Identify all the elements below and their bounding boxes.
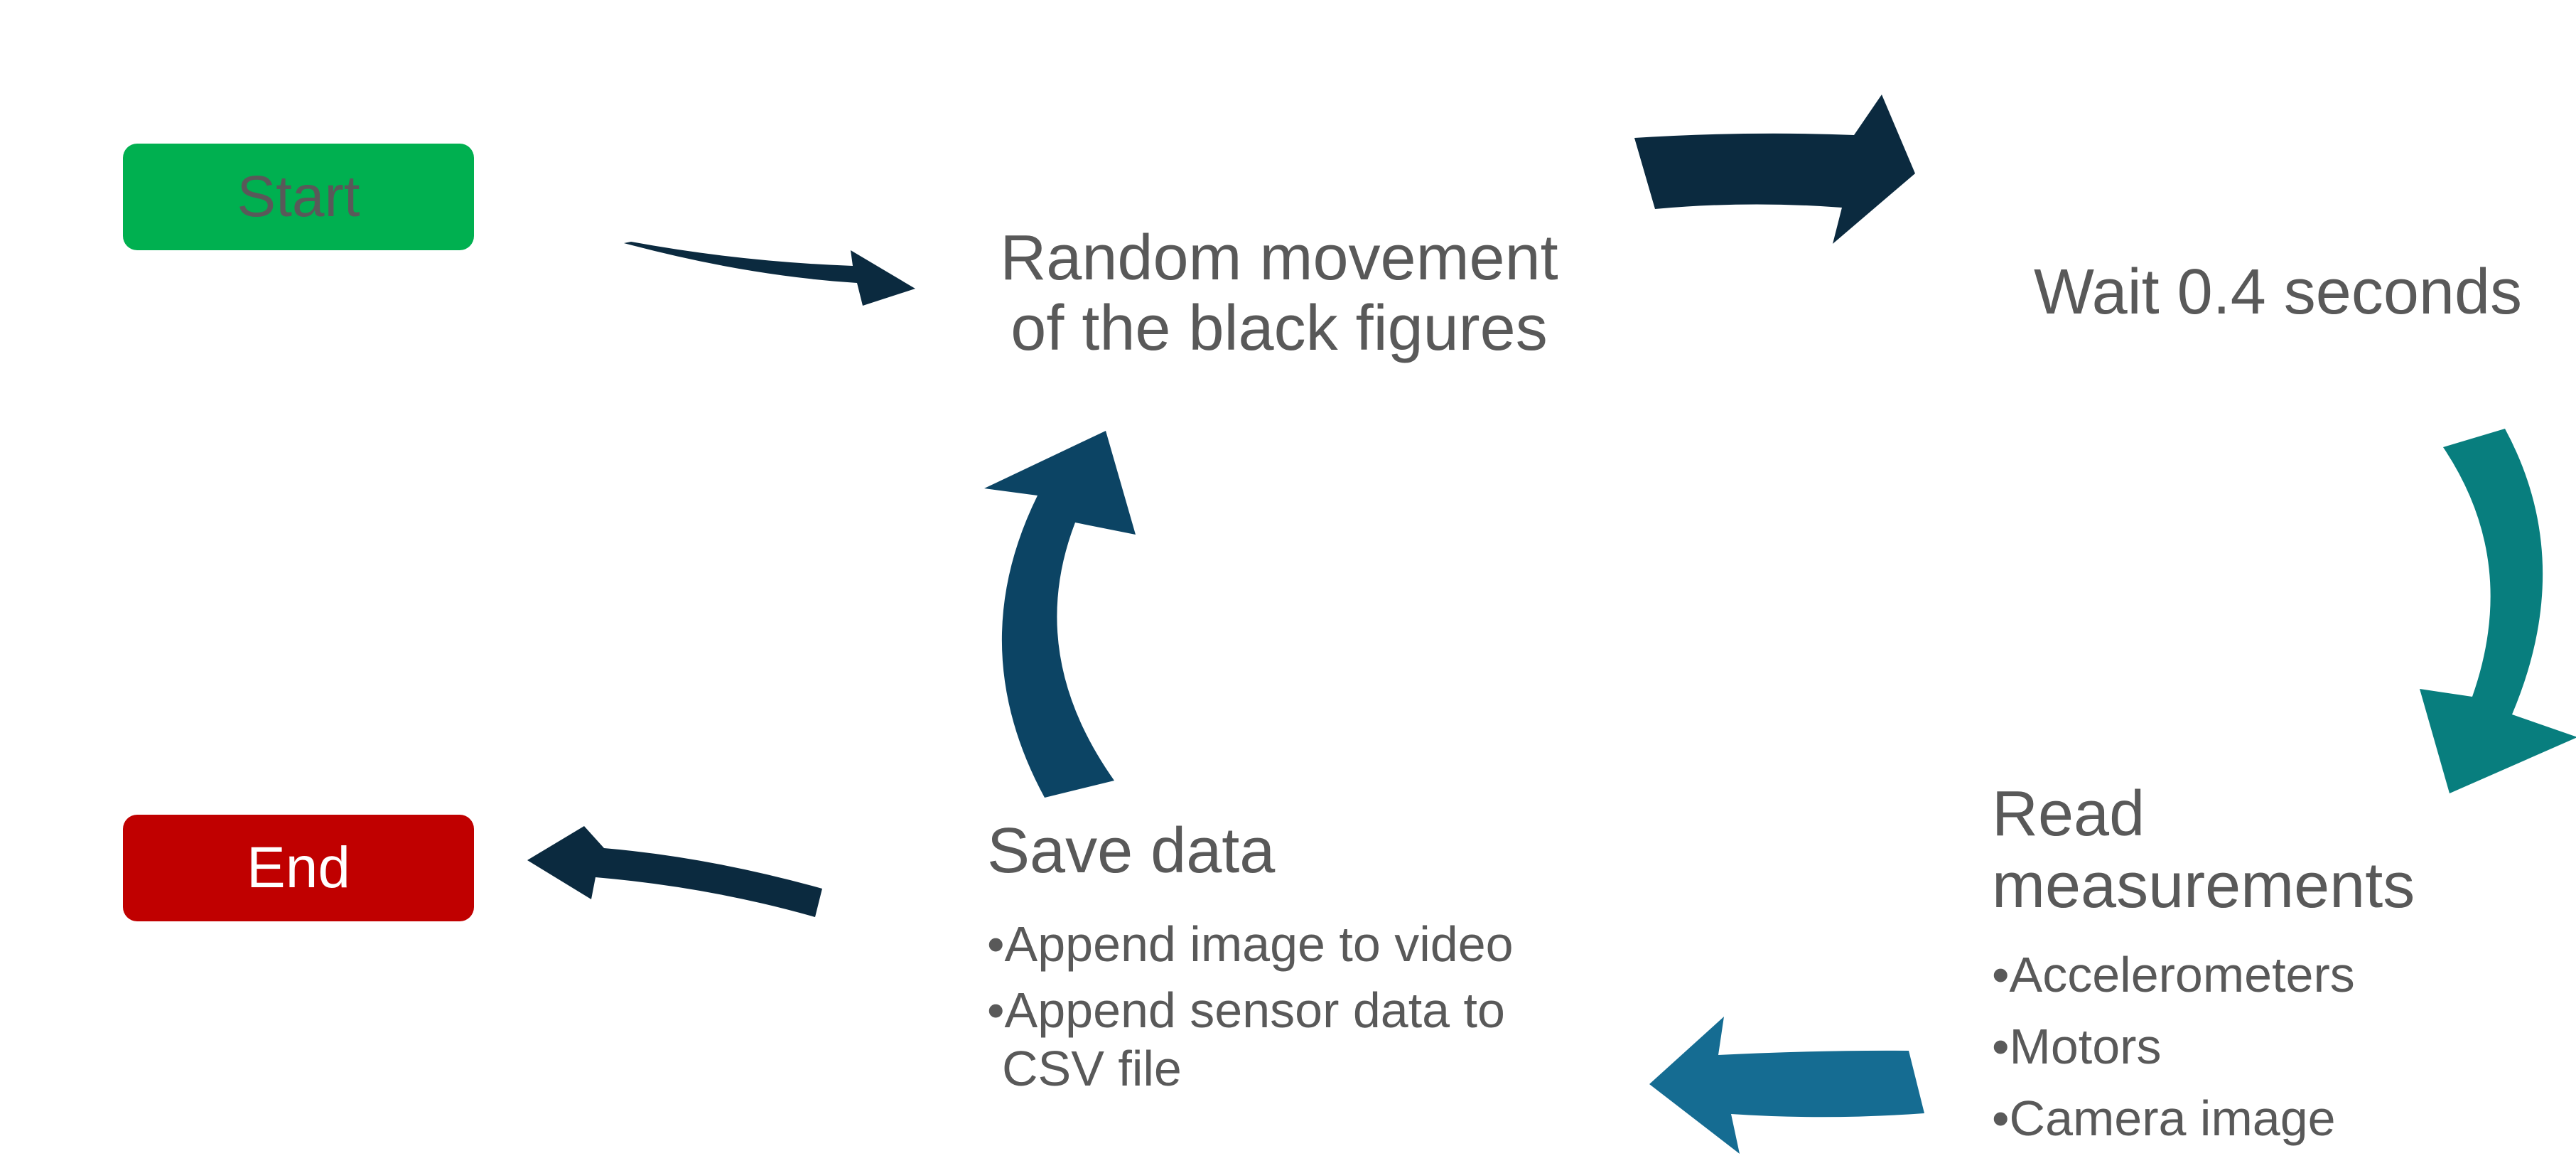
start-label: Start — [237, 164, 360, 229]
bullet-text-append-image: Append image to video — [1004, 916, 1514, 972]
start-terminal: Start — [123, 144, 474, 250]
read-measurements-line-2: measurements — [1992, 850, 2415, 921]
bullet-item: •Camera image — [1992, 1086, 2355, 1151]
random-movement-step: Random movement of the black figures — [910, 223, 1649, 364]
read-measurements-line-1: Read — [1992, 778, 2145, 850]
bullet-mark: • — [987, 916, 1005, 972]
bullet-item: •Append image to video — [987, 915, 1514, 974]
bullet-item: •Motors — [1992, 1014, 2355, 1079]
bullet-mark: • — [987, 982, 1005, 1038]
bullet-text-motors: Motors — [2009, 1019, 2162, 1074]
bullet-text-csv-file: CSV file — [1002, 1041, 1182, 1097]
bullet-mark: • — [1992, 1091, 2010, 1146]
arrow-wait-to-read-measurements — [2420, 429, 2576, 793]
end-terminal: End — [123, 815, 474, 921]
save-data-bullet-list: •Append image to video •Append sensor da… — [987, 915, 1514, 1105]
random-movement-line-2: of the black figures — [1011, 293, 1548, 364]
bullet-text-append-sensor-data: Append sensor data to — [1004, 982, 1505, 1038]
random-movement-line-1: Random movement — [1000, 223, 1558, 294]
bullet-item: •Accelerometers — [1992, 943, 2355, 1007]
bullet-mark: • — [1992, 947, 2010, 1002]
bullet-mark: • — [1992, 1019, 2010, 1074]
bullet-text-camera-image: Camera image — [2009, 1091, 2336, 1146]
save-data-step: Save data — [987, 815, 1276, 887]
wait-step: Wait 0.4 seconds — [2034, 257, 2522, 328]
arrow-save-data-to-random-movement — [984, 431, 1136, 798]
bullet-text-accelerometers: Accelerometers — [2009, 947, 2355, 1002]
arrow-start-to-random-movement — [624, 242, 915, 306]
arrow-random-movement-to-wait — [1634, 95, 1915, 244]
arrow-save-data-to-end — [527, 826, 822, 917]
read-measurements-bullet-list: •Accelerometers •Motors •Camera image — [1992, 943, 2355, 1158]
end-label: End — [247, 835, 350, 900]
read-measurements-step: Read measurements — [1992, 778, 2415, 922]
arrow-read-measurements-to-save-data — [1649, 1017, 1924, 1154]
